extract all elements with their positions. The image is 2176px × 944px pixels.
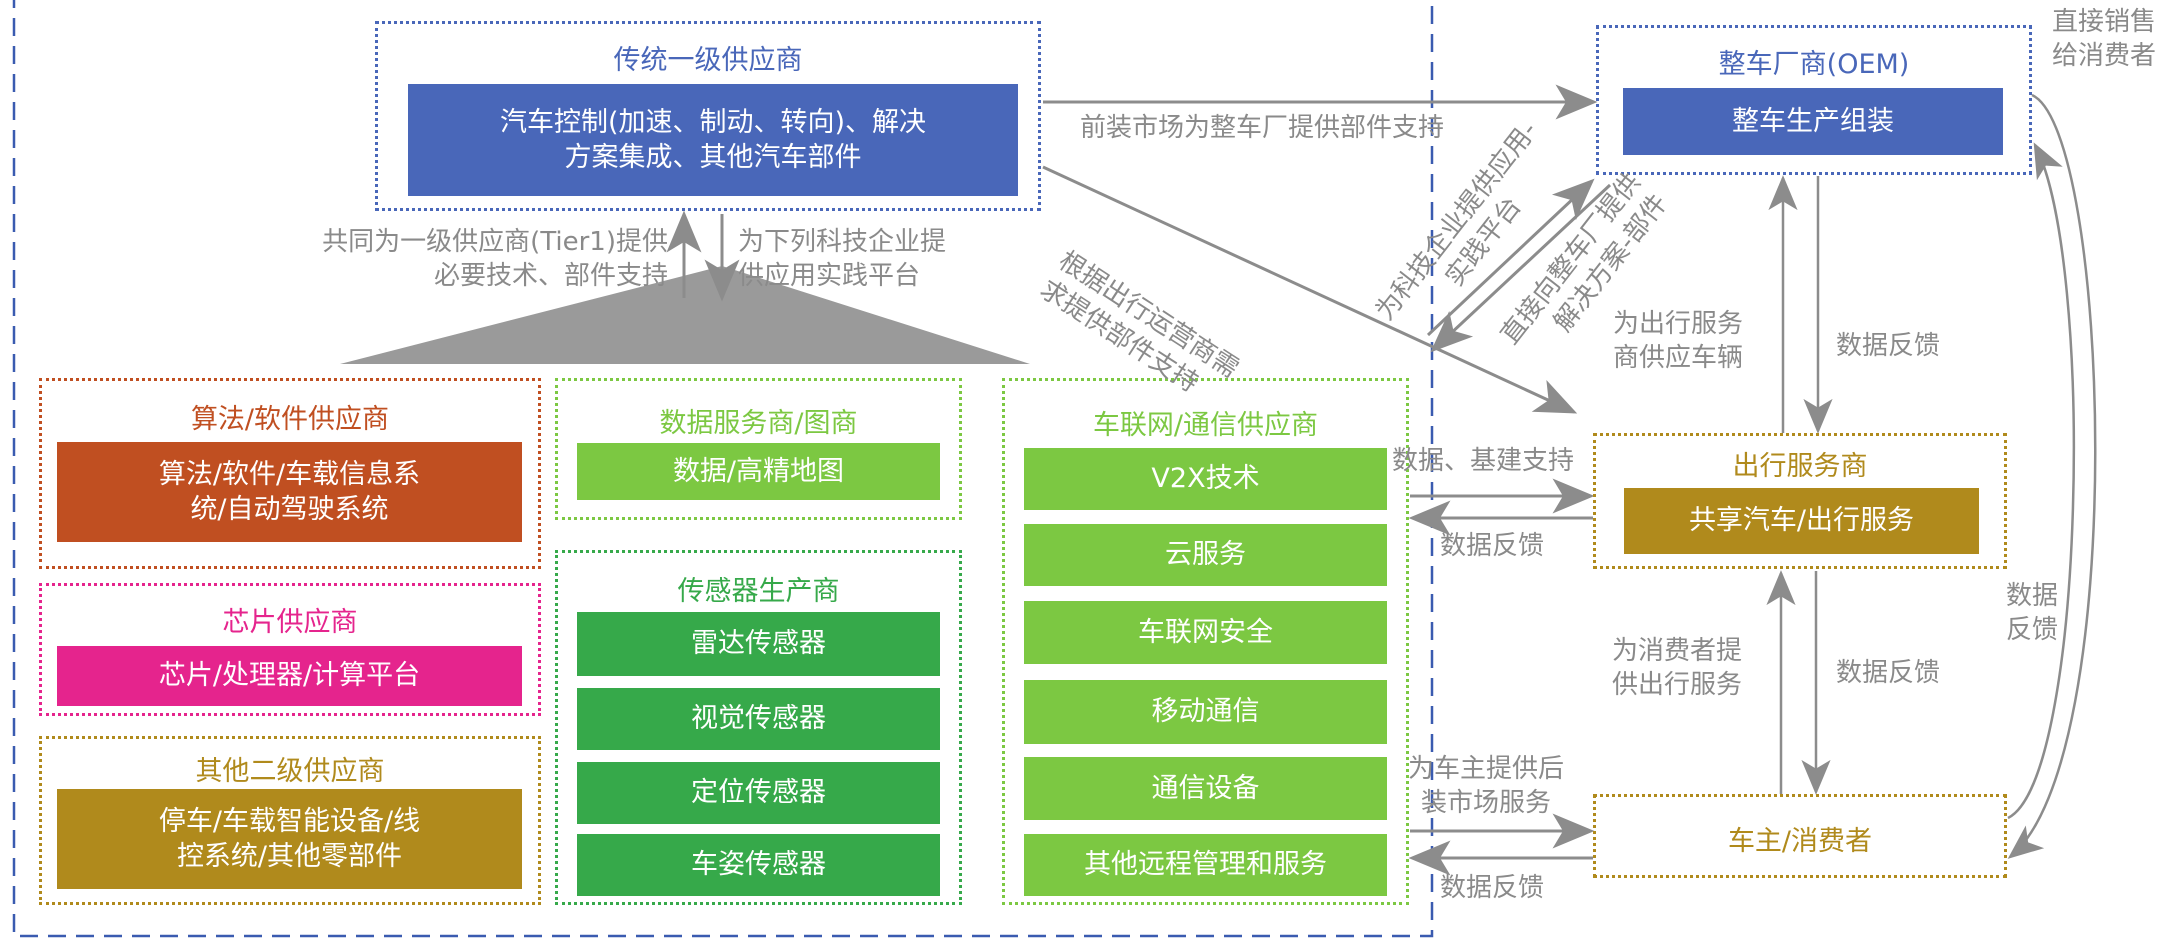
other-tier2-group: 其他二级供应商 停车/车载智能设备/线 控系统/其他零部件 xyxy=(39,736,541,905)
algo-content-line1: 算法/软件/车载信息系 xyxy=(158,458,421,490)
algorithm-software-group: 算法/软件供应商 算法/软件/车载信息系 统/自动驾驶系统 xyxy=(39,378,541,569)
iov-communication-group: 车联网/通信供应商 V2X技术 云服务 车联网安全 移动通信 通信设备 其他远程… xyxy=(1002,378,1409,905)
label-supply-vehicles: 为出行服务 商供应车辆 xyxy=(1613,308,1743,376)
iov-item-security: 车联网安全 xyxy=(1024,601,1387,664)
other-tier2-content-line1: 停车/车载智能设备/线 xyxy=(158,805,421,837)
chip-title: 芯片供应商 xyxy=(222,607,358,638)
data-map-content: 数据/高精地图 xyxy=(577,443,940,500)
algo-content: 算法/软件/车载信息系 统/自动驾驶系统 xyxy=(57,442,522,542)
label-serve-consumer: 为消费者提 供出行服务 xyxy=(1612,635,1742,703)
iov-item-mobile-comm: 移动通信 xyxy=(1024,680,1387,744)
sensor-item-vision: 视觉传感器 xyxy=(577,688,940,750)
label-direct-sale-line2: 给消费者 xyxy=(2052,40,2157,71)
sensor-title: 传感器生产商 xyxy=(677,576,840,607)
algo-content-line2: 统/自动驾驶系统 xyxy=(190,494,389,525)
label-feedback-consumer: 数据反馈 xyxy=(1440,873,1545,903)
label-direct-sale-line1: 直接销售 xyxy=(2052,7,2157,37)
consumer-title: 车主/消费者 xyxy=(1727,826,1873,857)
label-tier1-support-line2: 必要技术、部件支持 xyxy=(433,260,668,291)
label-tier1-support-line1: 共同为一级供应商(Tier1)提供 xyxy=(322,227,668,257)
arrow-oem-to-tech xyxy=(1430,183,1612,353)
label-aftermarket-line1: 为车主提供后 xyxy=(1408,754,1565,784)
label-feedback-oem: 数据反馈 xyxy=(1836,331,1941,361)
label-platform: 为下列科技企业提 供应用实践平台 xyxy=(738,226,946,294)
chip-content: 芯片/处理器/计算平台 xyxy=(57,646,522,706)
label-oem-parts: 前装市场为整车厂提供部件支持 xyxy=(1080,113,1445,143)
iov-title: 车联网/通信供应商 xyxy=(1092,410,1319,441)
oem-group: 整车厂商(OEM) 整车生产组装 xyxy=(1596,25,2032,175)
tier1-supplier-group: 传统一级供应商 汽车控制(加速、制动、转向)、解决 方案集成、其他汽车部件 xyxy=(375,21,1041,211)
iov-item-comm-equipment: 通信设备 xyxy=(1024,757,1387,820)
label-feedback-right-line2: 反馈 xyxy=(2006,614,2059,645)
label-direct-sale: 直接销售 给消费者 xyxy=(2052,6,2156,74)
tech-suppliers-dashed-boundary xyxy=(12,0,1434,938)
label-feedback-right: 数据 反馈 xyxy=(2006,580,2058,648)
label-platform-line2: 供应用实践平台 xyxy=(738,260,921,291)
chip-supplier-group: 芯片供应商 芯片/处理器/计算平台 xyxy=(39,583,541,716)
tier1-content: 汽车控制(加速、制动、转向)、解决 方案集成、其他汽车部件 xyxy=(408,84,1018,196)
label-serve-consumer-line2: 供出行服务 xyxy=(1612,669,1743,700)
sensor-group: 传感器生产商 雷达传感器 视觉传感器 定位传感器 车姿传感器 xyxy=(555,550,962,905)
iov-item-remote-management: 其他远程管理和服务 xyxy=(1024,834,1387,896)
label-feedback-mobility: 数据反馈 xyxy=(1440,531,1545,561)
label-supply-vehicles-line2: 商供应车辆 xyxy=(1613,342,1744,373)
label-tier1-support: 共同为一级供应商(Tier1)提供 必要技术、部件支持 xyxy=(322,226,668,294)
consumer-group: 车主/消费者 xyxy=(1593,794,2007,878)
arrow-oem-to-consumer-curve xyxy=(2007,93,2097,859)
label-aftermarket: 为车主提供后 装市场服务 xyxy=(1408,753,1564,821)
iov-item-v2x: V2X技术 xyxy=(1024,448,1387,510)
other-tier2-title: 其他二级供应商 xyxy=(195,756,385,787)
other-tier2-content-line2: 控系统/其他零部件 xyxy=(176,841,403,872)
mobility-title: 出行服务商 xyxy=(1732,451,1868,482)
label-serve-consumer-line1: 为消费者提 xyxy=(1612,636,1743,666)
oem-title: 整车厂商(OEM) xyxy=(1718,49,1910,80)
oem-content: 整车生产组装 xyxy=(1623,88,2003,155)
tier1-content-line2: 方案集成、其他汽车部件 xyxy=(564,142,862,173)
arrow-tier1-to-mobility xyxy=(1042,165,1578,414)
sensor-item-attitude: 车姿传感器 xyxy=(577,834,940,896)
sensor-item-radar: 雷达传感器 xyxy=(577,612,940,676)
data-map-title: 数据服务商/图商 xyxy=(659,408,858,439)
arrow-consumer-to-oem-curve xyxy=(2007,142,2076,820)
label-aftermarket-line2: 装市场服务 xyxy=(1421,787,1552,818)
tier1-title: 传统一级供应商 xyxy=(613,45,803,76)
algo-title: 算法/软件供应商 xyxy=(190,404,390,435)
label-supply-vehicles-line1: 为出行服务 xyxy=(1613,309,1744,339)
other-tier2-content: 停车/车载智能设备/线 控系统/其他零部件 xyxy=(57,789,522,889)
mobility-service-group: 出行服务商 共享汽车/出行服务 xyxy=(1593,433,2007,569)
tier1-content-line1: 汽车控制(加速、制动、转向)、解决 xyxy=(499,106,927,138)
iov-item-cloud: 云服务 xyxy=(1024,524,1387,586)
distribution-triangle xyxy=(340,266,1030,364)
sensor-item-positioning: 定位传感器 xyxy=(577,762,940,824)
label-feedback-right-line1: 数据 xyxy=(2006,581,2059,611)
label-platform-line1: 为下列科技企业提 xyxy=(738,227,947,257)
label-infra-support: 数据、基建支持 xyxy=(1392,446,1575,476)
label-feedback-consumer-mobility: 数据反馈 xyxy=(1836,658,1941,688)
arrow-tech-to-oem xyxy=(1426,178,1595,337)
mobility-content: 共享汽车/出行服务 xyxy=(1624,488,1979,554)
data-map-group: 数据服务商/图商 数据/高精地图 xyxy=(555,378,962,520)
